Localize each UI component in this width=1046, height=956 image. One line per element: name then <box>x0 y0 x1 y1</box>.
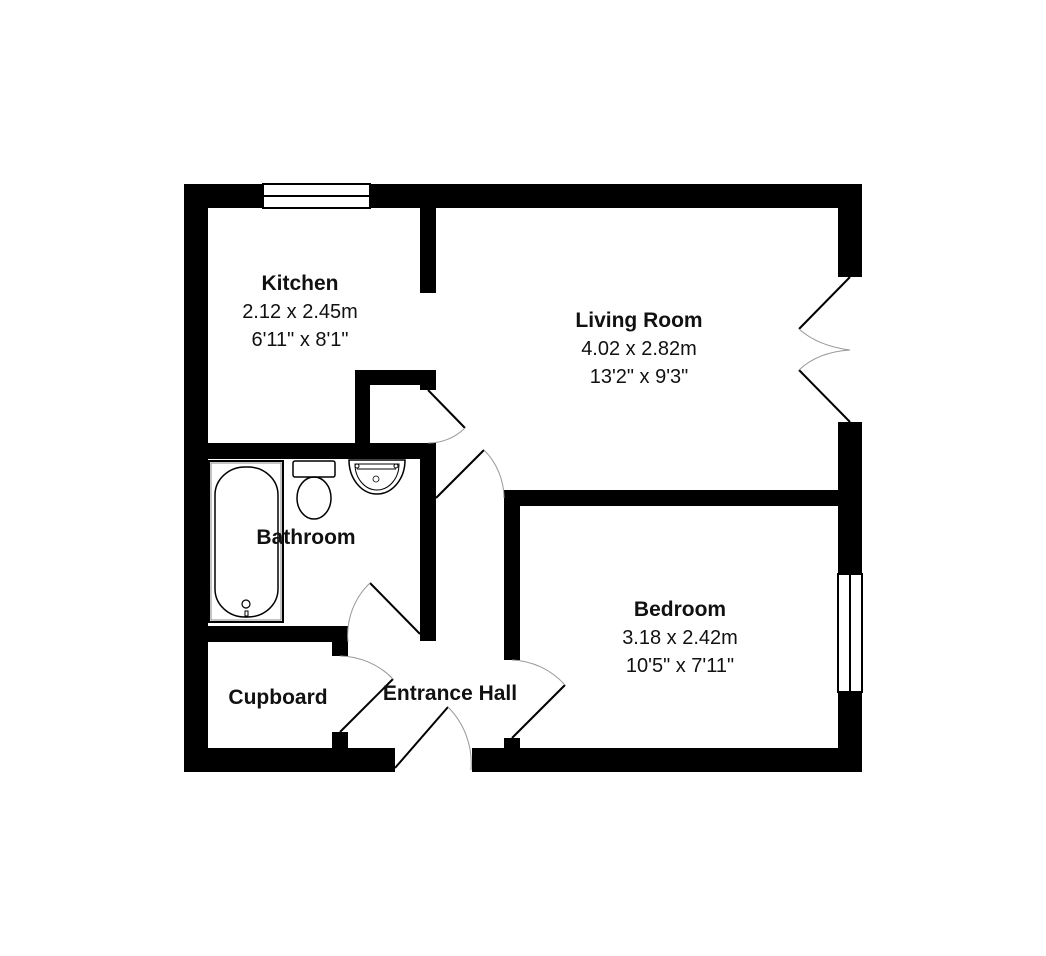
room-dimensions-imperial: 13'2" x 9'3" <box>589 366 689 388</box>
kitchen-top-window <box>262 183 371 209</box>
bathtub-icon <box>208 460 284 623</box>
room-name: Entrance Hall <box>382 682 518 705</box>
room-label-cupboard: Cupboard <box>213 684 343 712</box>
room-label-bathroom: Bathroom <box>236 524 376 552</box>
room-dimensions-metric: 2.12 x 2.45m <box>242 301 358 323</box>
room-dimensions-metric: 3.18 x 2.42m <box>622 627 738 649</box>
room-name: Kitchen <box>261 272 339 295</box>
room-dimensions-imperial: 6'11" x 8'1" <box>251 329 349 351</box>
kitchen-door <box>427 389 466 444</box>
bathroom-door <box>347 582 421 643</box>
room-label-kitchen: Kitchen 2.12 x 2.45m 6'11" x 8'1" <box>220 270 380 354</box>
room-dimensions-imperial: 10'5" x 7'11" <box>625 655 735 677</box>
washbasin-icon <box>348 459 406 495</box>
bedroom-right-window <box>837 573 863 693</box>
toilet-icon <box>292 460 336 520</box>
interior-walls <box>208 208 838 748</box>
front-door <box>394 706 472 771</box>
room-name: Bathroom <box>256 526 356 549</box>
room-label-entrance-hall: Entrance Hall <box>365 680 535 708</box>
room-name: Living Room <box>575 309 703 332</box>
room-name: Cupboard <box>228 686 328 709</box>
outer-walls <box>184 184 862 772</box>
room-dimensions-metric: 4.02 x 2.82m <box>581 338 697 360</box>
french-doors <box>798 276 851 423</box>
living-room-door <box>435 449 505 499</box>
bedroom-door <box>511 659 566 739</box>
cupboard-door <box>339 655 394 733</box>
room-label-living-room: Living Room 4.02 x 2.82m 13'2" x 9'3" <box>539 307 739 391</box>
room-name: Bedroom <box>633 598 727 621</box>
room-label-bedroom: Bedroom 3.18 x 2.42m 10'5" x 7'11" <box>600 596 760 680</box>
